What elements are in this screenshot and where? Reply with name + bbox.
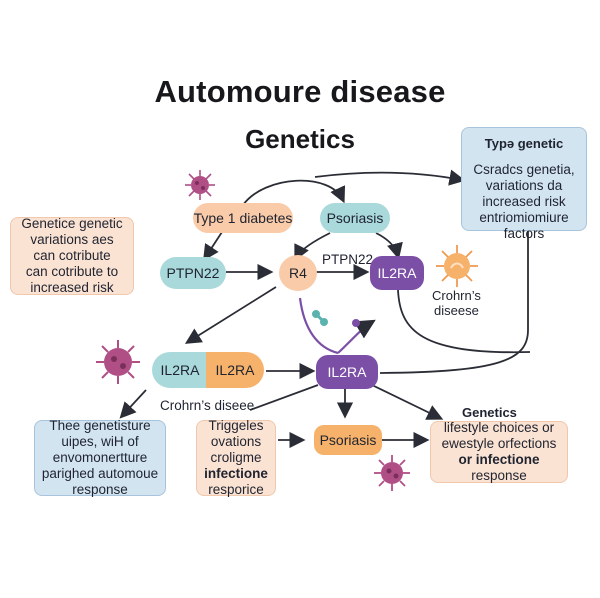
virus-icon	[185, 170, 215, 200]
info-box-right: Typə genetic Csradcs genetia, variations…	[461, 127, 587, 241]
node-il2ra-pair-b: IL2RA	[206, 352, 264, 388]
info-box-bottom-mid-l1: Triggeles ovations croligme	[208, 418, 264, 465]
arrow-r4-to-il2ra-pair	[184, 286, 277, 344]
node-type1-diabetes: Type 1 diabetes	[193, 203, 293, 233]
info-box-bottom-left-text: Thee genetisture uipes, wiH of envomoner…	[41, 418, 159, 497]
node-il2ra-top: IL2RA	[370, 256, 424, 290]
node-il2ra-pair-a: IL2RA	[152, 352, 208, 388]
line-il2ra-loop	[397, 289, 531, 354]
virus-icon	[374, 455, 410, 491]
line-genetic-box-to-center	[379, 205, 529, 374]
info-box-bottom-right: lifestyle choices or ewestyle orfections…	[430, 420, 568, 483]
node-ptpn22: PTPN22	[160, 257, 226, 289]
virus-icon	[96, 340, 140, 384]
dna-strand-icon	[312, 310, 328, 326]
label-genetics-right: Genetics	[462, 405, 517, 420]
label-ptpn22-mid: PTPN22	[322, 252, 374, 267]
arrow-center-to-lifestyle	[371, 384, 444, 420]
arrow-pair-to-bottom-left	[119, 389, 147, 419]
label-crohns-center: Crohrn’s diseee	[160, 398, 255, 413]
arrow-type1-to-ptpn22	[203, 231, 223, 262]
node-r4: R4	[279, 255, 317, 291]
label-crohns-right: Crohrn’s diseese	[432, 288, 481, 318]
arrow-psoriasis-to-il2ra	[375, 232, 403, 260]
dna-strand-icon	[352, 319, 360, 327]
arrow-to-genetic-box	[314, 169, 466, 186]
info-box-left: Genetice genetic variations aes can cotr…	[10, 216, 134, 295]
node-il2ra-center: IL2RA	[316, 355, 378, 389]
info-box-bottom-mid-l3: resporice	[208, 482, 264, 497]
info-box-right-body: Csradcs genetia, variations da increased…	[473, 162, 575, 241]
info-box-bottom-mid: Triggeles ovations croligme infectione r…	[196, 418, 276, 497]
arrow-type1-to-psoriasis	[242, 179, 346, 206]
info-box-right-title: Typə genetic	[484, 136, 564, 151]
info-box-bottom-right-l3: response	[471, 468, 527, 483]
info-box-bottom-left: Thee genetisture uipes, wiH of envomoner…	[34, 418, 166, 497]
info-box-bottom-right-l1: lifestyle choices or ewestyle orfections	[441, 420, 557, 451]
node-psoriasis-bottom: Psoriasis	[314, 425, 382, 455]
info-box-bottom-mid-l2: infectione	[204, 466, 268, 481]
page-title: Automoure disease	[154, 74, 446, 109]
page-subtitle: Genetics	[245, 124, 355, 154]
info-box-left-text: Genetice genetic variations aes can cotr…	[21, 216, 123, 295]
node-psoriasis-top: Psoriasis	[320, 203, 390, 233]
info-box-bottom-right-l2: or infectione	[458, 452, 540, 467]
strand-right	[337, 319, 376, 354]
strand-left	[298, 297, 339, 355]
line-center-to-crohns	[249, 384, 319, 411]
virus-icon	[436, 245, 478, 287]
